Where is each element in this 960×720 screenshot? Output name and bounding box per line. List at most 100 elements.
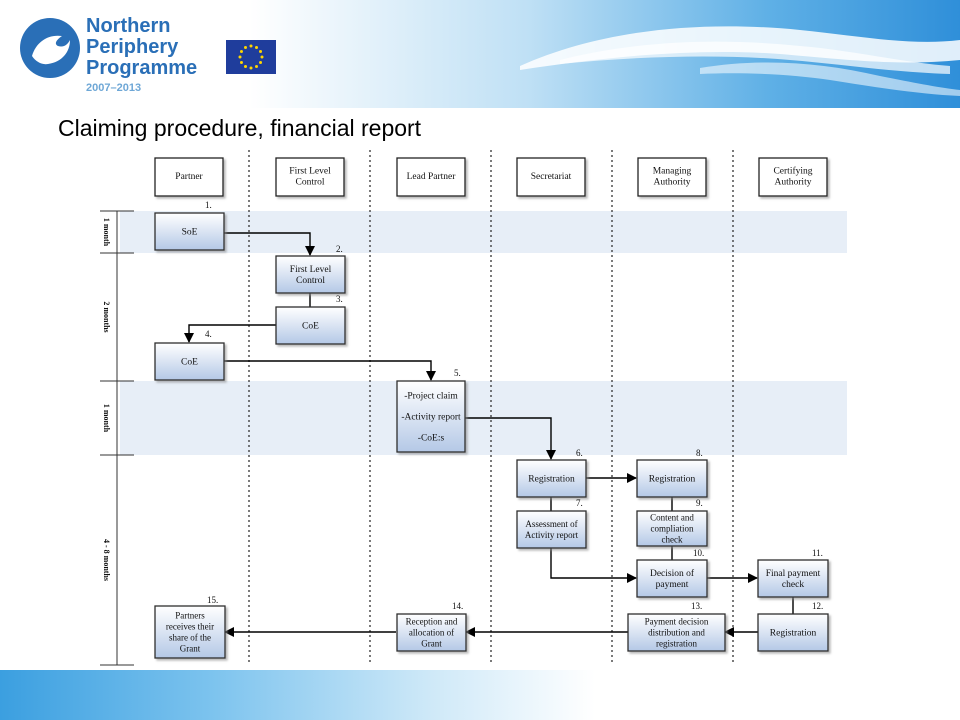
- connector-4-5: [224, 360, 436, 381]
- lane-header-box: [275, 157, 345, 197]
- lane-header-label: Control: [295, 178, 324, 188]
- step-number: 12.: [812, 601, 823, 611]
- wave-decoration: [520, 26, 960, 96]
- step-label: CoE: [181, 358, 198, 368]
- step-number: 3.: [336, 294, 343, 304]
- eu-star: [260, 55, 264, 59]
- logo-line: Northern: [86, 15, 171, 37]
- lane-header-box: [758, 157, 828, 197]
- step-label: Decision of: [650, 568, 695, 579]
- step-label: Final payment: [766, 569, 821, 579]
- lane-header-label: Authority: [654, 178, 691, 188]
- step-label: compliation: [651, 524, 694, 534]
- step-number: 14.: [452, 601, 463, 611]
- step-number: 9.: [696, 498, 703, 508]
- step-label: Reception and: [406, 617, 458, 627]
- eu-star: [255, 45, 258, 49]
- step-label: Assessment of: [525, 519, 577, 529]
- step-label: share of the: [169, 633, 211, 643]
- phase-band: [120, 211, 847, 253]
- lane-header-box: [396, 157, 466, 197]
- step-number: 4.: [205, 329, 212, 339]
- step-number: 5.: [454, 368, 461, 378]
- step-label: Content and: [650, 513, 694, 523]
- step-label: Registration: [770, 629, 817, 639]
- phase-axis: [100, 210, 134, 666]
- step-box: Registration 8.: [636, 448, 708, 498]
- slide-title: Claiming procedure, financial report: [58, 115, 422, 141]
- step-box-rect: [636, 510, 708, 547]
- eu-star: [249, 66, 253, 70]
- eu-star: [255, 65, 258, 69]
- step-box-rect: [757, 613, 829, 652]
- step-box-rect: [396, 613, 467, 652]
- step-label: Registration: [649, 475, 696, 485]
- phase-label: 1 month: [102, 404, 111, 433]
- step-label: Control: [296, 276, 325, 286]
- step-label: allocation of: [409, 628, 454, 638]
- step-label: registration: [656, 639, 697, 649]
- phase-label: 1 month: [102, 218, 111, 247]
- step-box-rect: [636, 559, 708, 598]
- step-number: 7.: [576, 498, 583, 508]
- step-label: -Project claim: [404, 392, 458, 402]
- step-number: 13.: [691, 601, 702, 611]
- step-box-rect: [275, 306, 346, 345]
- lane-header: Lead Partner: [396, 157, 466, 197]
- step-number: 8.: [696, 448, 703, 458]
- step-box-rect: [275, 255, 346, 294]
- step-label: Partners: [175, 611, 205, 621]
- step-label: Grant: [180, 644, 201, 654]
- connector-3-4: [184, 324, 276, 343]
- step-label: check: [782, 580, 804, 590]
- eu-star: [259, 61, 263, 64]
- step-box-rect: [516, 510, 587, 549]
- step-label: SoE: [182, 228, 198, 238]
- step-label: payment: [656, 580, 689, 590]
- stack-links: [309, 293, 794, 614]
- eu-star: [244, 45, 247, 49]
- step-box-rect: [154, 212, 225, 251]
- lane-header-label: Managing: [653, 167, 692, 177]
- connectors: [184, 232, 758, 637]
- step-box: -Project claim-Activity report-CoE:s5.: [396, 368, 466, 453]
- programme-logo: Northern Periphery Programme 2007–2013: [18, 12, 288, 100]
- phase-label: 2 months: [102, 301, 111, 332]
- step-box-rect: [396, 380, 466, 453]
- eu-flag-icon: [226, 40, 276, 74]
- step-box-rect: [154, 605, 226, 659]
- step-label: CoE: [302, 322, 319, 332]
- lane-header: Secretariat: [516, 157, 586, 197]
- step-box-rect: [757, 559, 829, 598]
- eu-star: [239, 50, 243, 53]
- step-box-rect: [627, 613, 726, 652]
- connector-1-2: [224, 232, 315, 256]
- step-number: 1.: [205, 200, 212, 210]
- step-number: 11.: [812, 548, 823, 558]
- step-number: 15.: [207, 595, 218, 605]
- logo-years: 2007–2013: [86, 82, 142, 94]
- step-label: Activity report: [525, 530, 579, 540]
- eu-star: [239, 61, 243, 64]
- step-box-rect: [154, 342, 225, 381]
- eu-star: [238, 55, 242, 59]
- phase-label: 4 - 8 months: [102, 539, 111, 581]
- lane-header-label: Authority: [775, 178, 812, 188]
- lane-header-label: Partner: [175, 172, 203, 182]
- step-box: CoE 3.: [275, 294, 346, 345]
- lane-header-box: [637, 157, 707, 197]
- logo-line: Programme: [86, 57, 198, 79]
- step-number: 10.: [693, 548, 704, 558]
- eu-star: [259, 50, 263, 53]
- eu-star: [249, 44, 253, 48]
